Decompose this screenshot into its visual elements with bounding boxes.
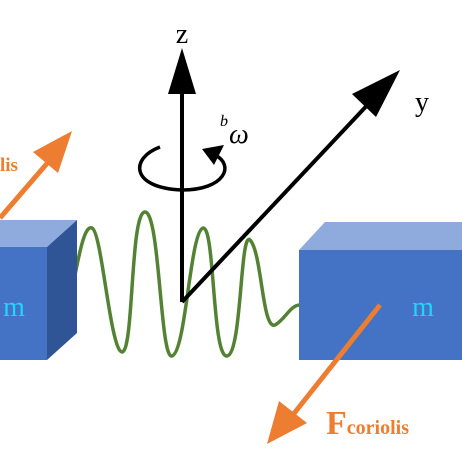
rotation-arrow-loop (138, 145, 227, 192)
force-subscript: coriolis (347, 417, 409, 439)
rotation-indicator: b ω (138, 113, 249, 192)
y-axis-arrowhead (352, 70, 400, 117)
left-force-label: lis (0, 155, 18, 176)
force-symbol: F (326, 405, 347, 442)
z-axis-arrowhead (168, 48, 196, 94)
omega-superscript: b (220, 113, 228, 130)
right-mass-front-face (299, 250, 462, 360)
y-axis-label: y (415, 87, 429, 118)
right-force-arrow-shaft (290, 303, 382, 418)
left-mass-front-face (0, 247, 47, 360)
rotation-arrowhead (202, 145, 224, 165)
coordinate-axes: z y (168, 19, 429, 304)
omega-symbol: ω (229, 119, 249, 150)
left-mass: m (0, 220, 77, 360)
right-coriolis-force: Fcoriolis (267, 303, 409, 444)
right-mass-top-face (299, 222, 462, 250)
left-mass-side-face (47, 220, 77, 360)
right-force-label: Fcoriolis (326, 405, 409, 442)
right-mass-label: m (412, 292, 434, 323)
left-mass-label: m (3, 292, 25, 323)
right-mass: m (299, 222, 462, 360)
spring-wave (73, 210, 302, 358)
z-axis-label: z (176, 19, 188, 50)
left-force-arrow-shaft (0, 158, 52, 220)
left-coriolis-force: lis (0, 131, 72, 220)
left-force-arrowhead (33, 131, 72, 173)
left-mass-top-face (0, 220, 77, 247)
y-axis-line (180, 96, 376, 304)
right-force-arrowhead (267, 401, 307, 444)
